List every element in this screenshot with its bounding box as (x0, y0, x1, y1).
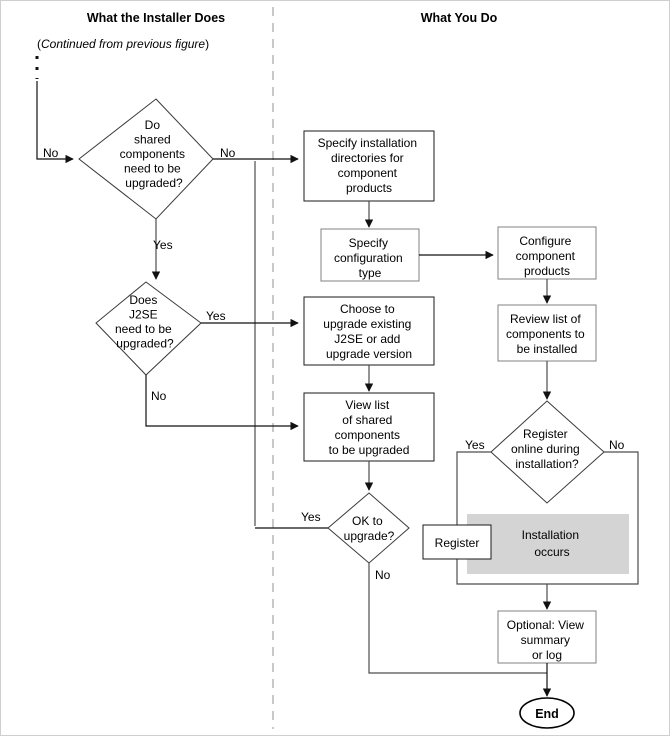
box-specify-install-dirs-label: Specify installation directories for com… (318, 136, 421, 195)
edge-label-j2se-no: No (151, 389, 167, 403)
edge-label-register-yes: Yes (465, 438, 485, 452)
header-right: What You Do (421, 11, 498, 25)
edge-label-ok-yes: Yes (301, 510, 321, 524)
decision-ok-to-upgrade[interactable] (327, 492, 410, 564)
box-specify-config-type-label: Specify configuration type (334, 236, 406, 280)
box-optional-view-summary[interactable] (497, 610, 597, 664)
box-configure-component-products-label: Configure component products (516, 234, 579, 278)
continued-note-text: Continued from previous figure (41, 37, 205, 51)
box-review-list-components-label: Review list of components to be installe… (506, 312, 588, 356)
end-terminator-label: End (535, 707, 559, 721)
edge-entry-to-shared (36, 81, 74, 164)
box-register-label: Register (435, 536, 480, 550)
edge-label-entry-no: No (43, 146, 59, 160)
box-specify-install-dirs[interactable] (303, 130, 435, 202)
end-terminator[interactable] (519, 697, 575, 729)
edge-label-shared-no: No (220, 146, 236, 160)
installation-occurs-label: Installation occurs (522, 528, 583, 559)
edge-label-register-no: No (609, 438, 625, 452)
shaded-installation-region (467, 514, 629, 574)
header-left: What the Installer Does (87, 11, 225, 25)
box-review-list-components[interactable] (497, 304, 597, 362)
decision-shared-components-label: Do shared components need to be upgraded… (120, 118, 189, 190)
decision-register-online-label: Register online during installation? (511, 427, 583, 471)
edge-j2se-no-to-view-list (145, 375, 299, 431)
edge-ok-no-to-end (368, 563, 547, 674)
decision-ok-to-upgrade-label: OK to upgrade? (344, 514, 395, 543)
edge-label-j2se-yes: Yes (206, 309, 226, 323)
box-choose-upgrade-j2se[interactable] (303, 296, 435, 366)
box-configure-component-products[interactable] (497, 226, 597, 280)
box-register[interactable] (422, 524, 492, 560)
box-choose-upgrade-j2se-label: Choose to upgrade existing J2SE or add u… (323, 302, 414, 361)
decision-j2se-label: Does J2SE need to be upgraded? (115, 293, 175, 351)
box-view-list-shared-label: View list of shared components to be upg… (329, 398, 410, 457)
continued-note-open: ( (37, 37, 41, 51)
continued-note-close: ) (205, 37, 209, 51)
edge-label-ok-no: No (375, 568, 391, 582)
edge-label-shared-yes: Yes (153, 238, 173, 252)
decision-register-online[interactable] (490, 400, 605, 504)
box-optional-view-summary-label: Optional: View summary or log (507, 618, 588, 662)
continued-note: (Continued from previous figure) (37, 37, 209, 51)
